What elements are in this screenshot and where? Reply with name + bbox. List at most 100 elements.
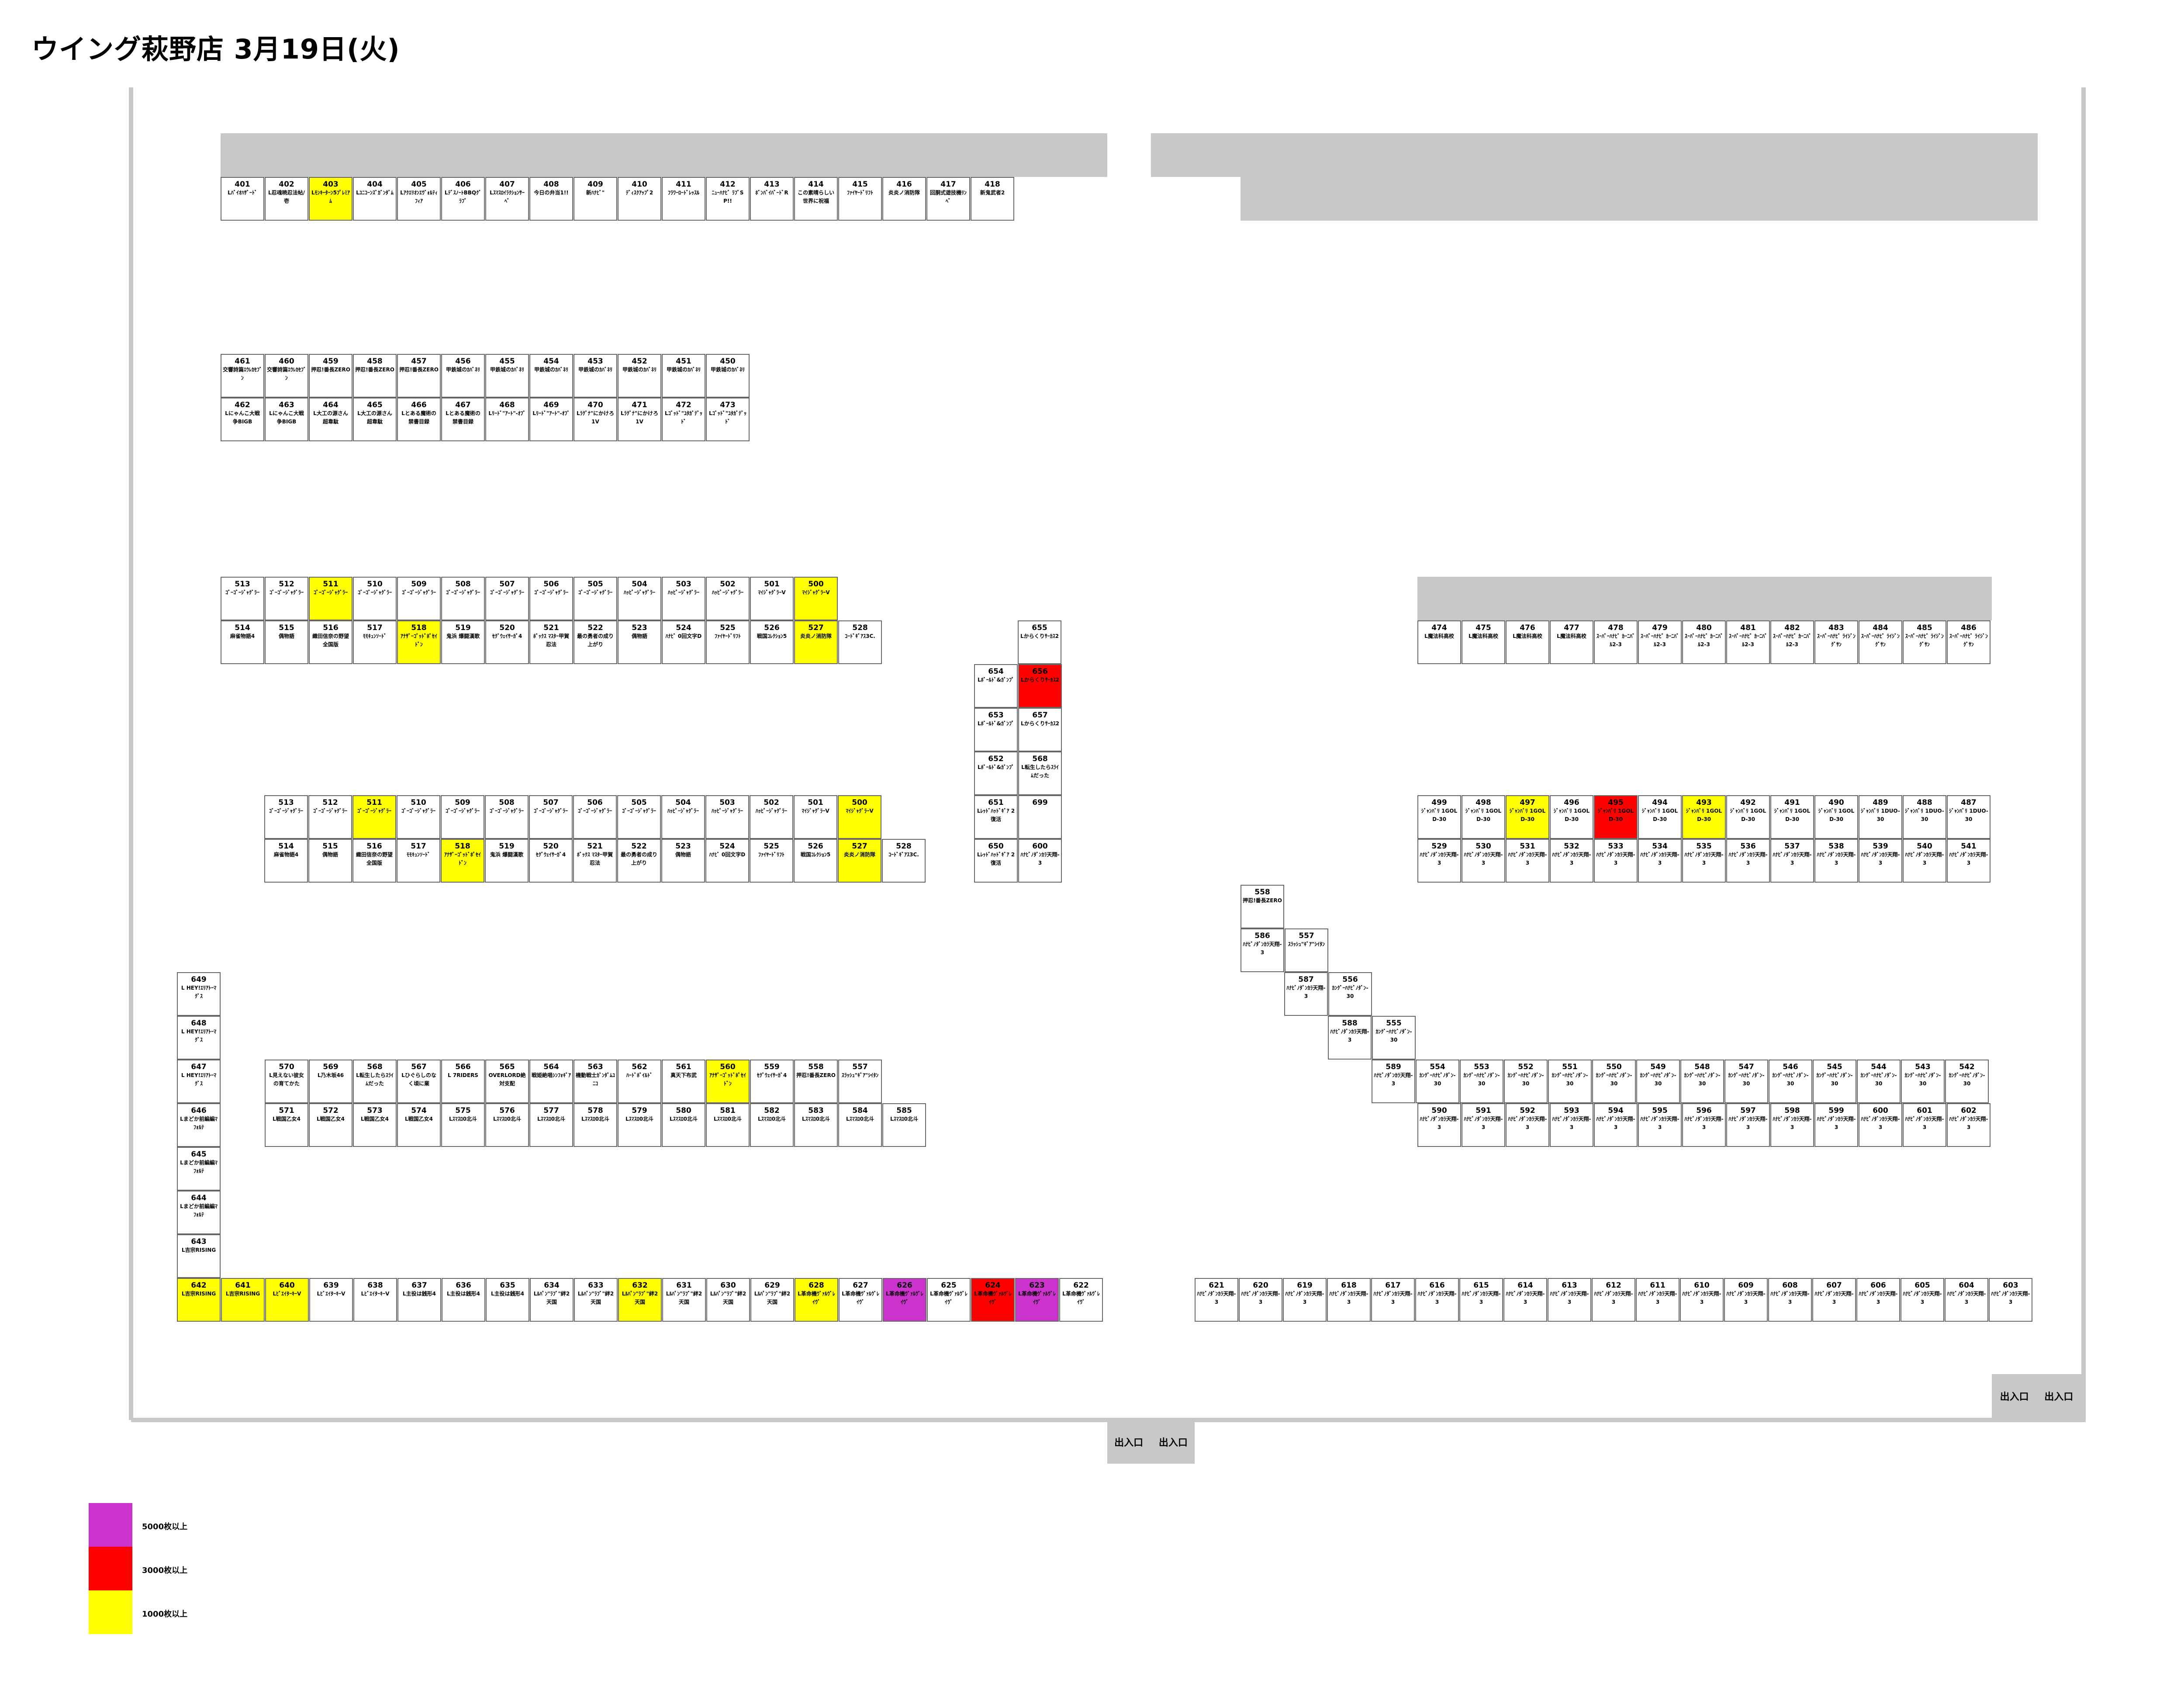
entrance-label[interactable]: 出入口 出入口 xyxy=(1107,1420,1195,1464)
